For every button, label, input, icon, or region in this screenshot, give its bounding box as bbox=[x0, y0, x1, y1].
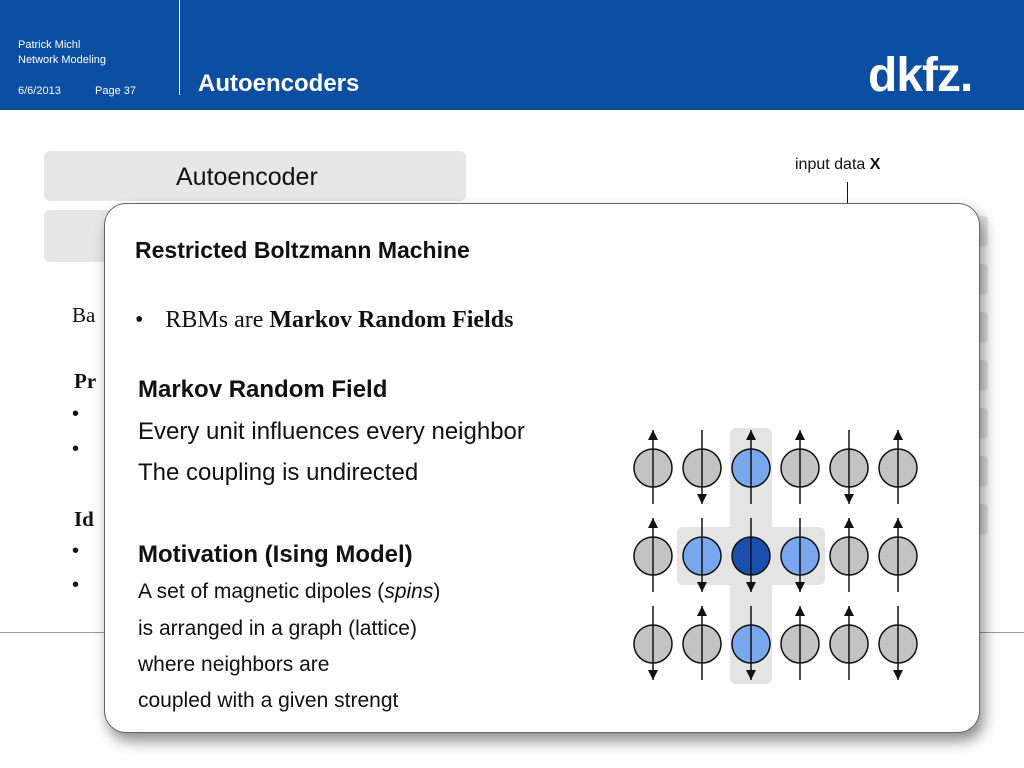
spin-down-arrow bbox=[795, 582, 805, 592]
dkfz-logo: dkfz. bbox=[868, 49, 973, 102]
spin-up-arrow bbox=[844, 606, 854, 616]
spin-node bbox=[682, 606, 722, 680]
spin-node bbox=[731, 606, 771, 680]
motivation-line: where neighbors are bbox=[138, 653, 330, 676]
bullet-dot: • bbox=[72, 574, 80, 596]
author-name: Patrick Michl bbox=[18, 39, 81, 51]
spin-node bbox=[731, 518, 771, 592]
autoencoder-title: Autoencoder bbox=[176, 163, 318, 191]
spin-node bbox=[878, 430, 918, 504]
spin-down-arrow bbox=[746, 582, 756, 592]
motivation-em: spins bbox=[384, 580, 434, 603]
motivation-text: ) bbox=[433, 580, 441, 603]
motivation-text: A set of magnetic dipoles ( bbox=[138, 580, 385, 603]
spin-node bbox=[780, 606, 820, 680]
spin-node bbox=[878, 518, 918, 592]
ising-lattice-diagram bbox=[633, 428, 918, 684]
input-data-symbol: X bbox=[869, 156, 881, 173]
header-divider bbox=[179, 0, 180, 95]
bullet-dot: • bbox=[135, 307, 144, 333]
spin-up-arrow bbox=[697, 606, 707, 616]
spin-down-arrow bbox=[746, 670, 756, 680]
spin-node bbox=[633, 430, 673, 504]
motivation-heading: Motivation (Ising Model) bbox=[138, 541, 413, 568]
spin-down-arrow bbox=[648, 670, 658, 680]
bullet-dot: • bbox=[72, 540, 80, 562]
rbm-bullet: • RBMs are Markov Random Fields bbox=[135, 307, 513, 334]
hidden-text-fragment: Pr bbox=[74, 369, 97, 393]
spin-up-arrow bbox=[795, 430, 805, 440]
autoencoder-title-box bbox=[44, 151, 466, 201]
motivation-line: A set of magnetic dipoles (spins) bbox=[138, 580, 440, 604]
rbm-popup: Restricted Boltzmann Machine • RBMs are M… bbox=[104, 203, 980, 733]
input-data-text: input data bbox=[795, 156, 866, 173]
bullet-dot: • bbox=[72, 438, 80, 460]
spin-node bbox=[780, 518, 820, 592]
course-name: Network Modeling bbox=[18, 54, 107, 66]
spin-up-arrow bbox=[746, 430, 756, 440]
spin-down-arrow bbox=[697, 582, 707, 592]
spin-up-arrow bbox=[648, 430, 658, 440]
spin-node bbox=[633, 518, 673, 592]
bullet-dot: • bbox=[72, 403, 80, 425]
spin-node bbox=[780, 430, 820, 504]
spin-down-arrow bbox=[697, 494, 707, 504]
mrf-line: Every unit influences every neighbor bbox=[138, 418, 525, 445]
spin-up-arrow bbox=[844, 518, 854, 528]
mrf-line: The coupling is undirected bbox=[138, 459, 419, 486]
bullet-bold-text: Markov Random Fields bbox=[269, 307, 514, 333]
spin-down-arrow bbox=[844, 494, 854, 504]
spin-node bbox=[633, 606, 673, 680]
bullet-text: RBMs are bbox=[165, 307, 270, 333]
spin-node bbox=[829, 606, 869, 680]
spin-down-arrow bbox=[893, 670, 903, 680]
spin-node bbox=[829, 518, 869, 592]
spin-node bbox=[878, 606, 918, 680]
hidden-text-fragment: Ba bbox=[72, 303, 96, 327]
spin-up-arrow bbox=[795, 606, 805, 616]
page-number: Page 37 bbox=[95, 85, 136, 97]
spin-node bbox=[731, 430, 771, 504]
popup-title: Restricted Boltzmann Machine bbox=[135, 237, 470, 263]
spin-node bbox=[682, 430, 722, 504]
motivation-line: is arranged in a graph (lattice) bbox=[138, 617, 417, 640]
hidden-text-fragment: Id bbox=[74, 507, 94, 531]
spin-node bbox=[829, 430, 869, 504]
spin-up-arrow bbox=[648, 518, 658, 528]
mrf-heading: Markov Random Field bbox=[138, 376, 388, 403]
input-connector-line bbox=[847, 182, 848, 204]
spin-up-arrow bbox=[893, 518, 903, 528]
slide-header: Patrick Michl Network Modeling 6/6/2013 … bbox=[0, 0, 1024, 110]
slide-date: 6/6/2013 bbox=[18, 85, 61, 97]
slide-title: Autoencoders bbox=[198, 70, 360, 97]
spin-node bbox=[682, 518, 722, 592]
spin-up-arrow bbox=[893, 430, 903, 440]
motivation-line: coupled with a given strengt bbox=[138, 689, 399, 712]
input-data-label: input data X bbox=[795, 156, 880, 174]
